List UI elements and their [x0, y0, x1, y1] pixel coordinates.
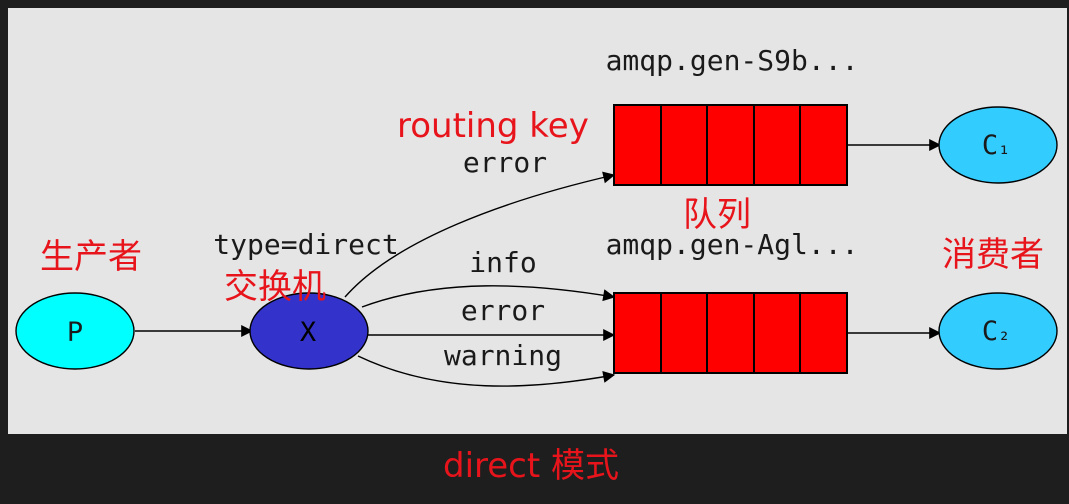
consumer-1-ellipse — [938, 106, 1058, 184]
annotations: routing key 队列 生产者 交换机 消费者 — [40, 106, 1044, 307]
binding-label-queue2-info: info — [469, 246, 536, 279]
exchange-node: X type=direct — [213, 228, 399, 370]
consumer-annotation: 消费者 — [942, 235, 1044, 275]
queue-1: amqp.gen-S9b... — [606, 44, 859, 186]
exchange-annotation: 交换机 — [224, 267, 326, 307]
consumer-2-letter: C — [982, 316, 998, 347]
queue-2-box — [613, 292, 848, 374]
producer-ellipse — [15, 292, 135, 370]
binding-label-queue2-warning: warning — [444, 339, 562, 372]
queue-2: amqp.gen-Agl... — [606, 228, 859, 374]
binding-labels: error info error warning — [444, 146, 562, 372]
binding-arrow-queue2-info — [361, 285, 616, 308]
binding-arrow-queue1-error — [344, 171, 616, 298]
queue-1-box — [613, 104, 848, 186]
producer-label: P — [67, 317, 83, 348]
queue-annotation: 队列 — [683, 195, 751, 235]
exchange-type-label: type=direct — [213, 228, 398, 261]
producer-annotation: 生产者 — [40, 237, 142, 277]
queue-2-name: amqp.gen-Agl... — [606, 228, 859, 261]
binding-label-queue1-error: error — [463, 146, 547, 179]
diagram-canvas — [8, 8, 1067, 434]
consumer-1-subscript: ₁ — [998, 135, 1010, 159]
queue-1-name: amqp.gen-S9b... — [606, 44, 859, 77]
binding-arrow-queue2-warning — [357, 355, 616, 387]
consumer-1-label: C₁ — [982, 130, 1010, 161]
figure-caption: direct 模式 — [443, 446, 619, 486]
edges — [135, 139, 942, 387]
consumer-2-label: C₂ — [982, 316, 1010, 347]
routing-key-annotation: routing key — [397, 106, 589, 146]
consumer-1-letter: C — [982, 130, 998, 161]
exchange-label: X — [300, 317, 316, 348]
consumer-2-ellipse — [938, 292, 1058, 370]
producer-node: P — [15, 292, 135, 370]
consumer-1-node: C₁ — [938, 106, 1058, 184]
binding-label-queue2-error: error — [461, 294, 545, 327]
consumer-2-node: C₂ — [938, 292, 1058, 370]
consumer-2-subscript: ₂ — [998, 321, 1010, 345]
exchange-ellipse — [249, 292, 369, 370]
